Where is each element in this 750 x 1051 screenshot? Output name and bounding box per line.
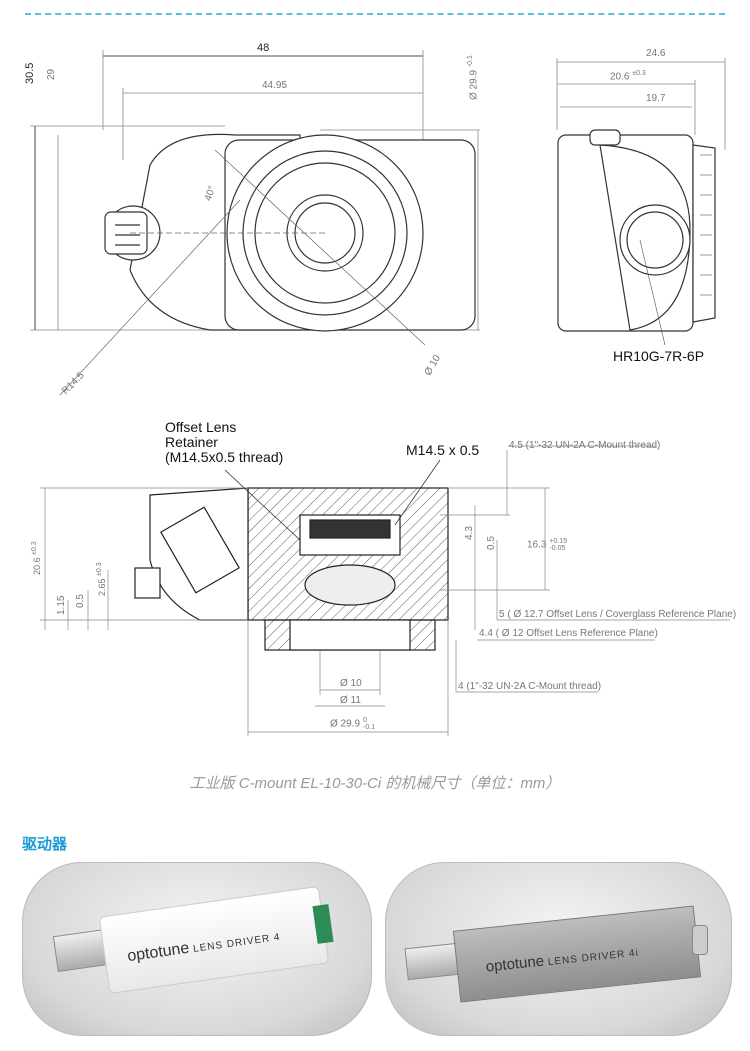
- dim-dia-11: Ø 11: [340, 695, 361, 706]
- driver-body: optotune LENS DRIVER 4i: [452, 905, 702, 1003]
- dim-overall-height: 30.5: [24, 62, 36, 84]
- driver-label: optotune LENS DRIVER 4i: [485, 943, 639, 976]
- dim-side-inner: 19.7: [646, 93, 666, 104]
- driver-model: LENS DRIVER 4i: [547, 947, 640, 969]
- connector-label: HR10G-7R-6P: [613, 348, 705, 364]
- driver-label: optotune LENS DRIVER 4: [126, 927, 281, 966]
- dim-16-3: 16.3+0.15-0.05: [527, 538, 567, 552]
- dim-overall-width: 48: [257, 42, 270, 54]
- dim-ref-plane-4-4: 4.4 ( Ø 12 Offset Lens Reference Plane): [479, 628, 658, 639]
- dim-1-15: 1.15: [56, 595, 67, 615]
- sma-connector: [692, 925, 708, 955]
- dim-dia-10: Ø 10: [340, 678, 362, 689]
- drivers-heading: 驱动器: [22, 836, 68, 853]
- dim-inner-height: 29: [46, 68, 57, 80]
- dim-diameter-value: Ø 29.9: [468, 69, 480, 100]
- driver-photo-lens-driver-4i: optotune LENS DRIVER 4i: [385, 862, 732, 1036]
- dim-dia-29-9-value: Ø 29.9: [330, 718, 361, 730]
- driver-body: optotune LENS DRIVER 4: [98, 885, 330, 995]
- dim-diameter: Ø 29.9 -0.1: [467, 55, 479, 100]
- figure-caption: 工业版 C-mount EL-10-30-Ci 的机械尺寸（单位：mm）: [189, 775, 561, 792]
- thread-label: M14.5 x 0.5: [406, 442, 480, 458]
- driver-model: LENS DRIVER 4: [192, 931, 282, 955]
- dim-2-65-tol: ±0.3: [96, 562, 103, 576]
- dim-cmount-top: 4.5 (1"-32 UN-2A C-Mount thread): [509, 440, 661, 451]
- driver-brand: optotune: [484, 952, 545, 976]
- retainer-label-line: Retainer: [165, 434, 218, 450]
- driver-brand: optotune: [126, 939, 191, 966]
- dim-side-body-value: 20.6: [610, 71, 630, 83]
- dim-height-20-6: 20.6 ±0.3: [31, 541, 42, 575]
- dim-diameter-tol: -0.1: [467, 55, 474, 68]
- dim-side-body: 20.6 ±0.3: [610, 70, 646, 82]
- dim-0-5-left: 0.5: [75, 594, 86, 608]
- mechanical-drawing: [30, 50, 730, 736]
- dim-16-3-tol-upper: +0.15: [549, 538, 568, 545]
- dim-dia-tol-lower: -0.1: [363, 724, 376, 731]
- dim-2-65: 2.65 ±0.3: [96, 562, 107, 596]
- dim-inner-width: 44.95: [262, 80, 288, 91]
- dim-height-tol: ±0.3: [31, 541, 38, 555]
- dim-2-65-value: 2.65: [97, 578, 107, 596]
- retainer-label-line: Offset Lens: [165, 419, 237, 435]
- retainer-label: Offset Lens Retainer (M14.5x0.5 thread): [165, 420, 283, 465]
- dim-cmount-bottom: 4 (1"-32 UN-2A C-Mount thread): [458, 681, 602, 692]
- dim-dia-tol-upper: 0: [363, 717, 367, 724]
- dim-height-value: 20.6: [32, 557, 42, 575]
- dim-16-3-tol-lower: -0.05: [549, 545, 566, 552]
- retainer-label-line: (M14.5x0.5 thread): [165, 449, 284, 465]
- dim-ref-plane-5: 5 ( Ø 12.7 Offset Lens / Coverglass Refe…: [499, 609, 737, 620]
- dim-4-3: 4.3: [464, 526, 475, 540]
- dim-0-5-right: 0.5: [486, 536, 497, 550]
- dim-side-overall: 24.6: [646, 48, 666, 59]
- dim-side-body-tol: ±0.3: [632, 70, 646, 77]
- driver-photo-lens-driver-4: optotune LENS DRIVER 4: [22, 862, 372, 1036]
- section-divider: [25, 13, 725, 15]
- dim-16-3-value: 16.3: [527, 539, 547, 551]
